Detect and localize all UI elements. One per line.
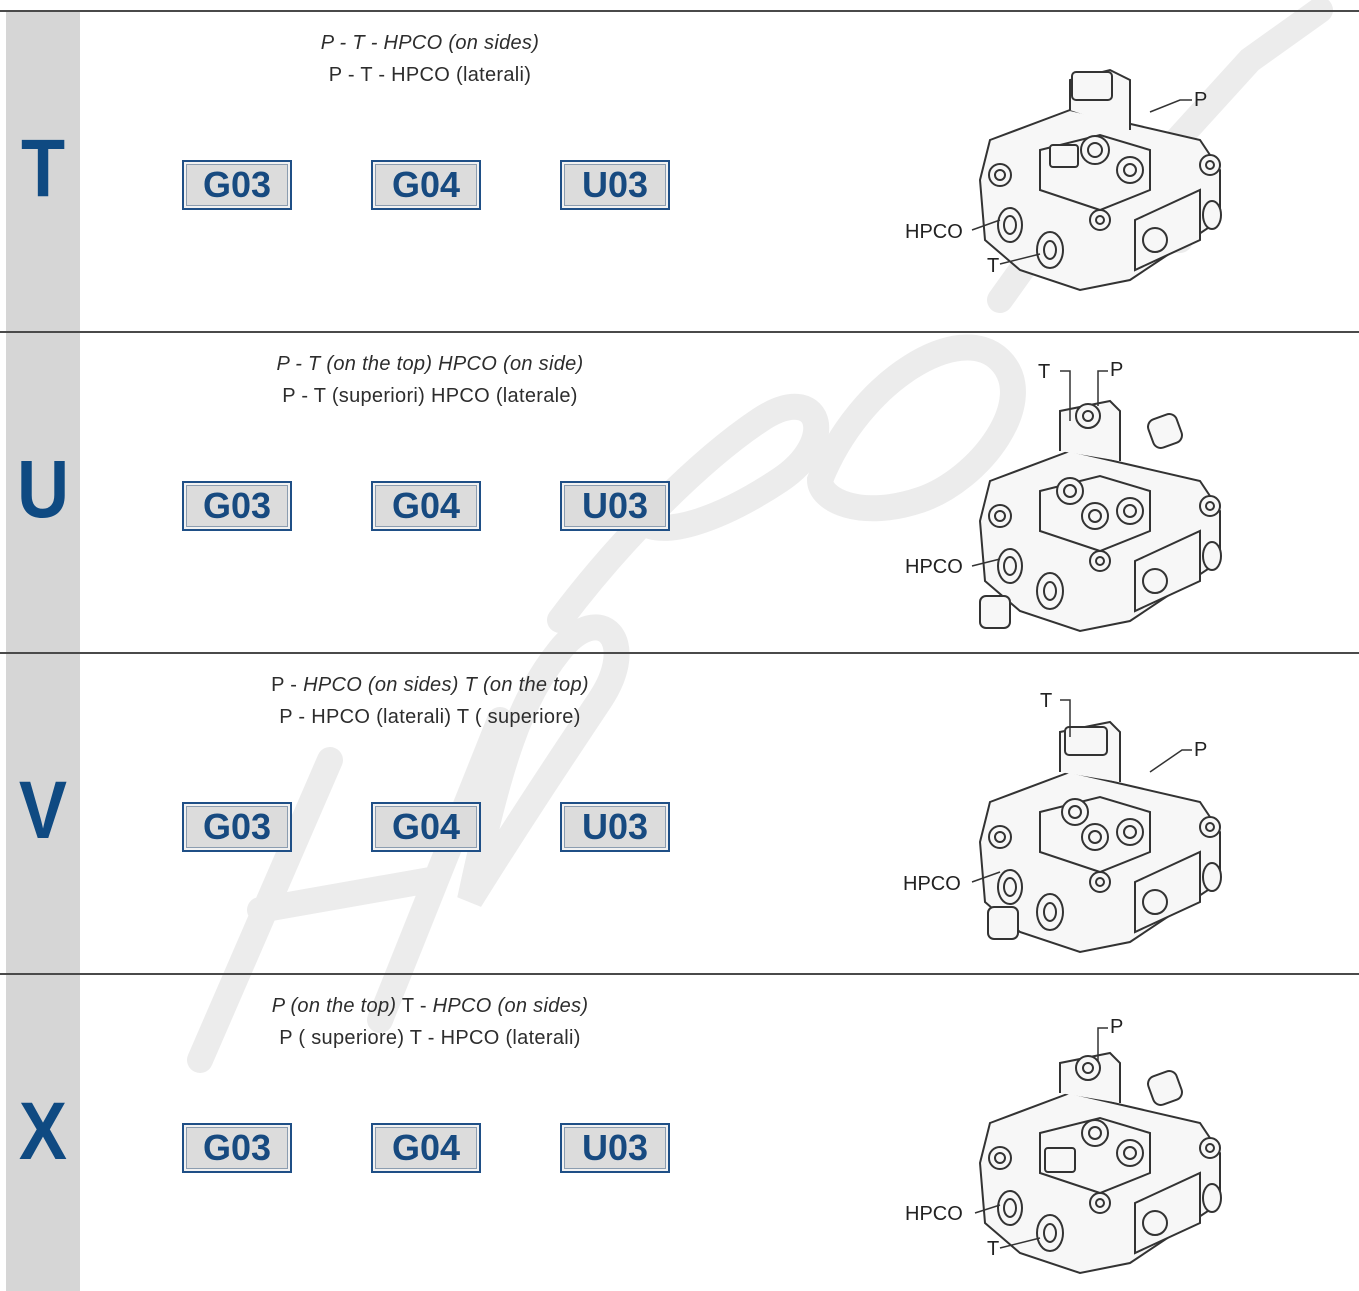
code-box-g04: G04 — [371, 160, 481, 210]
port-label-p: P — [1194, 89, 1207, 111]
section-u: U P - T (on the top) HPCO (on side) P - … — [0, 331, 1359, 652]
port-label-t: T — [987, 1238, 999, 1260]
port-label-p: P — [1194, 739, 1207, 761]
valve-body-icon: T P HPCO — [905, 361, 1222, 633]
code-box-u03: U03 — [560, 1123, 670, 1173]
letter-band — [6, 333, 80, 652]
port-label-hpco: HPCO — [905, 556, 963, 578]
row-divider — [0, 10, 1359, 12]
code-box-g04: G04 — [371, 1123, 481, 1173]
code-box-g03: G03 — [182, 481, 292, 531]
caption-english: P - T (on the top) HPCO (on side) — [276, 353, 584, 375]
row-divider — [0, 973, 1359, 975]
letter-band — [6, 12, 80, 331]
valve-body-icon: P HPCO T — [905, 68, 1222, 292]
port-label-p: P — [1110, 361, 1123, 381]
code-box-u03: U03 — [560, 481, 670, 531]
code-box-g03: G03 — [182, 802, 292, 852]
port-label-t: T — [1040, 690, 1052, 712]
port-label-t: T — [987, 255, 999, 277]
valve-body-icon: P HPCO T — [905, 1016, 1222, 1275]
code-box-g03: G03 — [182, 1123, 292, 1173]
row-divider — [0, 331, 1359, 333]
section-letter: T — [20, 123, 66, 214]
port-label-p: P — [1110, 1016, 1123, 1038]
caption-italian: P - T (superiori) HPCO (laterale) — [282, 385, 578, 407]
section-t: T P - T - HPCO (on sides) P - T - HPCO (… — [0, 10, 1359, 331]
code-box-g04: G04 — [371, 481, 481, 531]
code-box-u03: U03 — [560, 802, 670, 852]
code-box-g04: G04 — [371, 802, 481, 852]
row-divider — [0, 652, 1359, 654]
code-box-g03: G03 — [182, 160, 292, 210]
caption-english-part: P (on the top) — [271, 995, 397, 1017]
port-label-hpco: HPCO — [905, 1203, 963, 1225]
caption-english-part: HPCO (on sides) T (on the top) — [303, 674, 589, 696]
section-v: V P - HPCO (on sides) T (on the top) P -… — [0, 652, 1359, 973]
section-x: X P (on the top) T - HPCO (on sides) P (… — [0, 973, 1359, 1291]
caption-italian: P - T - HPCO (laterali) — [328, 64, 532, 86]
caption-english: P - HPCO (on sides) T (on the top) — [170, 674, 690, 697]
letter-band — [6, 975, 80, 1291]
letter-band — [6, 654, 80, 973]
port-label-hpco: HPCO — [903, 873, 961, 895]
section-letter: V — [18, 765, 68, 856]
section-letter: X — [18, 1086, 68, 1177]
caption-english: P (on the top) T - HPCO (on sides) — [170, 995, 690, 1018]
caption-italian: P ( superiore) T - HPCO (laterali) — [279, 1027, 581, 1049]
caption-english-part: T - — [396, 995, 433, 1017]
caption-english: P - T - HPCO (on sides) — [320, 32, 540, 54]
caption-english-part: HPCO (on sides) — [432, 995, 589, 1017]
code-box-u03: U03 — [560, 160, 670, 210]
section-letter: U — [16, 444, 70, 535]
port-label-t: T — [1038, 361, 1050, 383]
caption-italian: P - HPCO (laterali) T ( superiore) — [279, 706, 581, 728]
valve-body-icon: T P HPCO — [903, 690, 1222, 954]
caption-english-part: P - — [271, 674, 304, 696]
port-label-hpco: HPCO — [905, 221, 963, 243]
